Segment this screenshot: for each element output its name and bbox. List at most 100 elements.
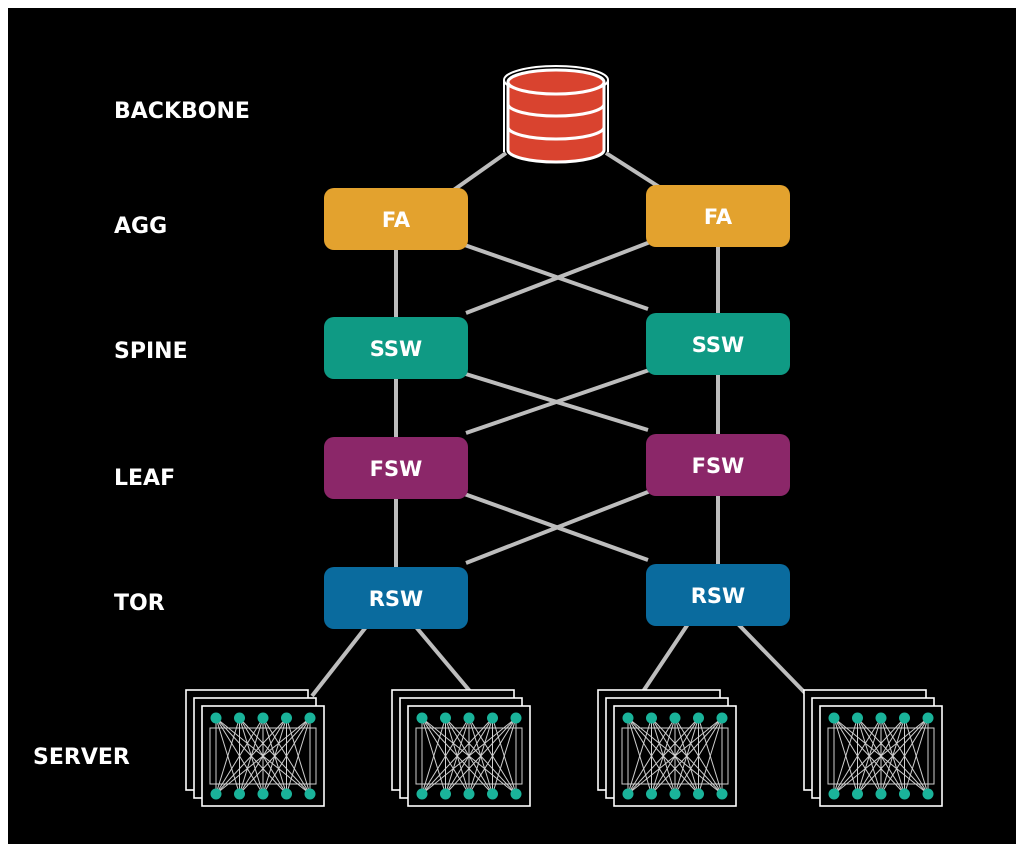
- servers: [185, 689, 943, 807]
- node-agg-box: [646, 185, 790, 247]
- server-mesh-line: [833, 717, 905, 795]
- layer-label-backbone: BACKBONE: [114, 99, 250, 124]
- node-spine-label: SSW: [692, 333, 744, 357]
- node-spine-1: SSW: [324, 317, 468, 379]
- server-dot: [440, 712, 451, 724]
- database-band: [506, 126, 606, 141]
- server-mesh-line: [215, 717, 264, 795]
- server-mesh-line: [468, 717, 517, 795]
- server-dot: [669, 788, 681, 800]
- link-backbone-fa-2: [604, 151, 666, 192]
- server-dot: [440, 788, 451, 800]
- server-rack-icon: [185, 689, 325, 807]
- node-agg-1: FA: [324, 188, 468, 250]
- node-spine-label: SSW: [370, 337, 422, 361]
- server-mesh-line: [674, 717, 723, 795]
- server-dot: [852, 788, 863, 800]
- server-mesh-line: [215, 717, 311, 795]
- server-dot: [622, 788, 634, 800]
- server-dot: [899, 788, 910, 800]
- node-leaf-2: FSW: [646, 434, 790, 496]
- server-dot: [828, 712, 840, 724]
- node-agg-label: FA: [382, 208, 411, 232]
- server-mesh-line: [627, 717, 699, 795]
- server-dot: [875, 712, 887, 724]
- link-tor-server: [736, 622, 810, 698]
- server-rack-icon: [391, 689, 531, 807]
- node-tor-1: RSW: [324, 567, 468, 629]
- server-dot: [510, 712, 522, 724]
- server-dot: [693, 788, 704, 800]
- server-dot: [281, 712, 292, 724]
- server-mesh-line: [833, 717, 929, 795]
- server-dot: [646, 712, 657, 724]
- link-cross: [465, 237, 659, 315]
- server-dot: [210, 788, 222, 800]
- server-dot: [487, 788, 498, 800]
- node-tor-box: [646, 564, 790, 626]
- server-dot: [716, 788, 728, 800]
- server-dot: [281, 788, 292, 800]
- link-backbone-fa-1: [446, 151, 508, 196]
- server-dot: [622, 712, 634, 724]
- server-mesh-line: [880, 717, 929, 795]
- server-dot: [510, 788, 522, 800]
- node-agg-box: [324, 188, 468, 250]
- node-leaf-box: [646, 434, 790, 496]
- layer-label-tor: TOR: [114, 591, 165, 616]
- server-mesh-line: [492, 717, 517, 795]
- node-tor-label: RSW: [369, 587, 423, 611]
- link-tor-server: [310, 625, 368, 698]
- layer-label-spine: SPINE: [114, 339, 188, 364]
- server-mesh-line: [286, 717, 311, 795]
- server-dot: [463, 712, 475, 724]
- server-mesh-line: [215, 717, 287, 795]
- node-agg-label: FA: [704, 205, 733, 229]
- server-mesh-line: [833, 717, 882, 795]
- server-mesh-line: [421, 717, 493, 795]
- link-tor-server: [414, 625, 476, 698]
- server-dot: [257, 712, 269, 724]
- server-dot: [828, 788, 840, 800]
- server-mesh-line: [627, 717, 652, 795]
- server-mesh-box: [415, 727, 523, 785]
- link-tor-server: [638, 622, 690, 698]
- server-dot: [304, 712, 316, 724]
- node-agg-2: FA: [646, 185, 790, 247]
- server-dot: [899, 712, 910, 724]
- server-dot: [669, 712, 681, 724]
- database-icon: [503, 65, 609, 164]
- database-band: [506, 103, 606, 118]
- server-dot: [210, 712, 222, 724]
- server-mesh-box: [621, 727, 729, 785]
- node-tor-box: [324, 567, 468, 629]
- server-mesh-line: [627, 717, 723, 795]
- node-leaf-label: FSW: [692, 454, 745, 478]
- server-dot: [875, 788, 887, 800]
- server-dot: [922, 712, 934, 724]
- server-dot: [487, 712, 498, 724]
- server-mesh-line: [698, 717, 723, 795]
- server-mesh-line: [239, 717, 311, 795]
- server-mesh-line: [651, 717, 723, 795]
- link-cross: [465, 365, 659, 435]
- node-leaf-label: FSW: [370, 457, 423, 481]
- database-outline: [503, 65, 609, 95]
- server-mesh-box: [209, 727, 317, 785]
- server-dot: [646, 788, 657, 800]
- server-mesh-line: [215, 717, 240, 795]
- link-cross: [455, 369, 649, 432]
- node-spine-2: SSW: [646, 313, 790, 375]
- node-spine-box: [324, 317, 468, 379]
- node-spine-box: [646, 313, 790, 375]
- server-mesh-line: [445, 717, 517, 795]
- server-dot: [416, 712, 428, 724]
- node-leaf-1: FSW: [324, 437, 468, 499]
- server-mesh-line: [904, 717, 929, 795]
- server-dot: [716, 712, 728, 724]
- links: [310, 151, 810, 698]
- server-mesh-line: [627, 717, 676, 795]
- server-dot: [416, 788, 428, 800]
